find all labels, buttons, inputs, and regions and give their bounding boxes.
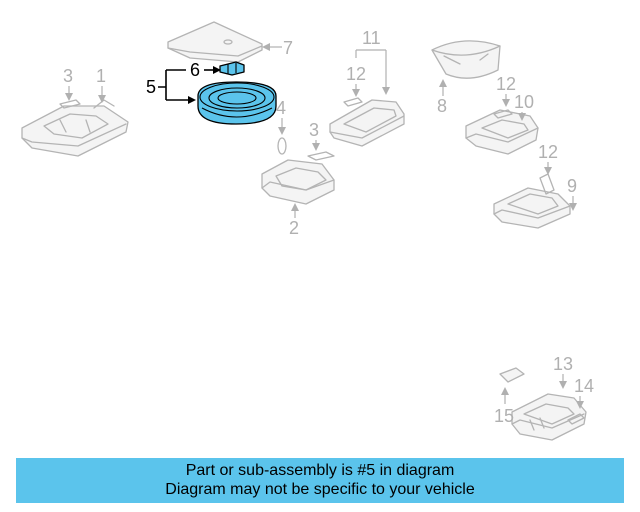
banner-line-disclaimer: Diagram may not be specific to your vehi… [165, 481, 475, 498]
part-5-lens-assembly [197, 81, 277, 125]
callout-11: 11 [362, 28, 381, 48]
part-11-lamp-assembly [329, 99, 405, 147]
part-12-bulb-c [539, 173, 555, 195]
callout-6: 6 [190, 60, 200, 80]
part-9-lamp-assembly [493, 187, 571, 229]
part-8-dome-cap [431, 40, 501, 79]
part-3-bulb-center [307, 151, 335, 161]
part-12-bulb-b [493, 109, 513, 119]
part-10-lamp-lens [465, 109, 539, 155]
part-1-map-lamp-base [21, 99, 129, 157]
part-2-lamp-housing [261, 159, 335, 205]
part-15-bulb [499, 367, 525, 383]
callout-4: 4 [276, 98, 286, 118]
callout-13: 13 [553, 354, 573, 374]
banner-line-part-number: Part or sub-assembly is #5 in diagram [185, 462, 455, 479]
callout-14: 14 [574, 376, 594, 396]
callout-3b: 3 [309, 120, 319, 140]
part-7-cover-panel [167, 21, 263, 63]
callout-12a: 12 [346, 64, 366, 84]
callout-9: 9 [567, 176, 577, 196]
part-14-clip [567, 413, 585, 425]
part-13-lamp-housing [511, 393, 587, 441]
callout-12c: 12 [538, 142, 558, 162]
callout-7: 7 [283, 38, 293, 58]
callout-10: 10 [514, 92, 534, 112]
part-3-bulb-left [59, 99, 81, 109]
part-6-bulb [219, 61, 245, 76]
part-4-clip [277, 137, 287, 155]
callout-2: 2 [289, 218, 299, 238]
callout-1: 1 [96, 66, 106, 86]
callout-12b: 12 [496, 74, 516, 94]
callout-5: 5 [146, 77, 156, 97]
info-banner: Part or sub-assembly is #5 in diagram Di… [16, 458, 624, 503]
callout-3a: 3 [63, 66, 73, 86]
part-12-bulb-a [343, 97, 363, 107]
callout-15: 15 [494, 406, 514, 426]
callout-8: 8 [437, 96, 447, 116]
